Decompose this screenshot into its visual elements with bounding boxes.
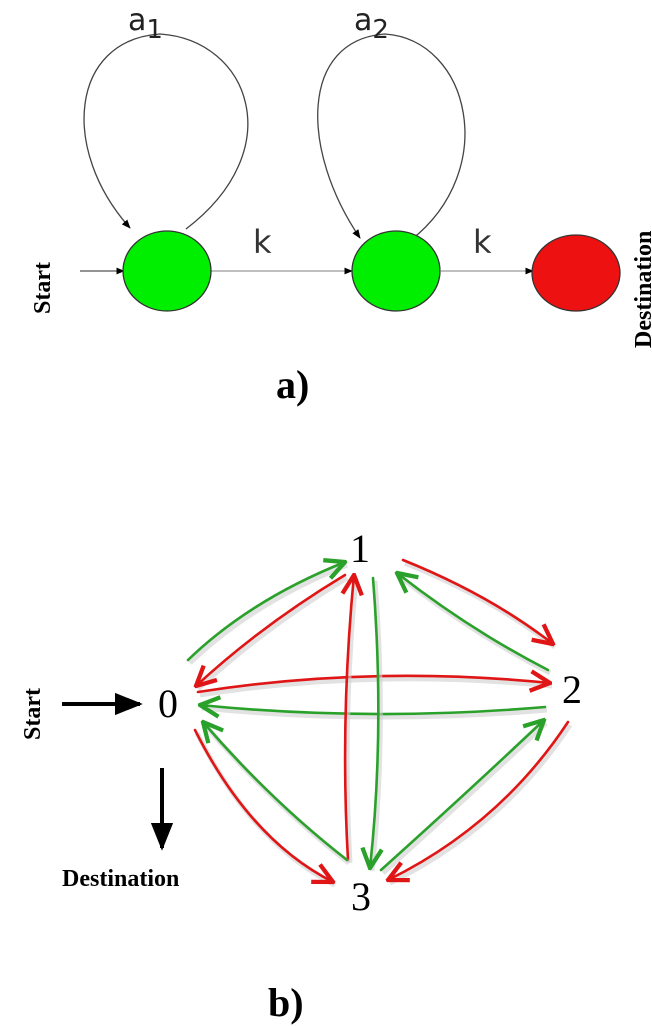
edge-3-1-red xyxy=(345,575,354,862)
destination-label-a: Destination xyxy=(631,231,652,348)
edge-1-3-green-shadow xyxy=(369,580,383,872)
node-label-2: 2 xyxy=(562,667,582,712)
start-label-b: Start xyxy=(20,688,46,740)
edge-3-0-green xyxy=(203,722,349,862)
edge-1-0-red xyxy=(196,573,347,686)
edge-0-3-red xyxy=(193,728,333,882)
edge-label-k1: k xyxy=(253,223,272,261)
edge-0-3-red-shadow xyxy=(194,731,337,888)
caption-a: a) xyxy=(276,362,309,407)
edges-b xyxy=(186,558,573,888)
edge-label-k2: k xyxy=(473,223,492,261)
caption-b: b) xyxy=(268,980,304,1025)
panel-a: a1 a2 k k Start Destination a) xyxy=(30,3,652,407)
edge-2-3-red-shadow xyxy=(388,723,573,886)
panel-b: 0 1 2 3 Start Destination b) xyxy=(20,526,582,1025)
edge-0-1-green-shadow xyxy=(188,562,348,665)
edge-0-2-red xyxy=(196,676,550,694)
loop-label-a2: a2 xyxy=(354,3,389,45)
edge-3-1-red-shadow xyxy=(344,577,359,864)
edge-3-2-green-shadow xyxy=(381,721,548,875)
edge-3-2-green xyxy=(379,720,544,872)
state-node-2 xyxy=(351,230,441,312)
start-label-a: Start xyxy=(30,262,56,314)
edge-2-3-red xyxy=(388,720,570,880)
edge-1-3-green xyxy=(370,576,378,868)
edge-2-0-green-shadow xyxy=(201,705,548,720)
edge-0-2-red-shadow xyxy=(199,676,553,698)
loop-label-a1: a1 xyxy=(128,3,163,45)
node-label-1: 1 xyxy=(350,526,370,571)
edge-2-0-green xyxy=(200,705,547,714)
self-loop-a1 xyxy=(83,33,249,230)
edge-0-1-green xyxy=(186,562,345,662)
state-node-1 xyxy=(122,230,212,312)
self-loop-a2 xyxy=(317,33,466,241)
edge-1-2-red xyxy=(401,558,553,644)
node-label-0: 0 xyxy=(158,681,178,726)
destination-label-b: Destination xyxy=(62,866,179,892)
edge-2-1-green xyxy=(397,573,550,672)
node-label-3: 3 xyxy=(351,874,371,919)
destination-node xyxy=(531,234,621,312)
